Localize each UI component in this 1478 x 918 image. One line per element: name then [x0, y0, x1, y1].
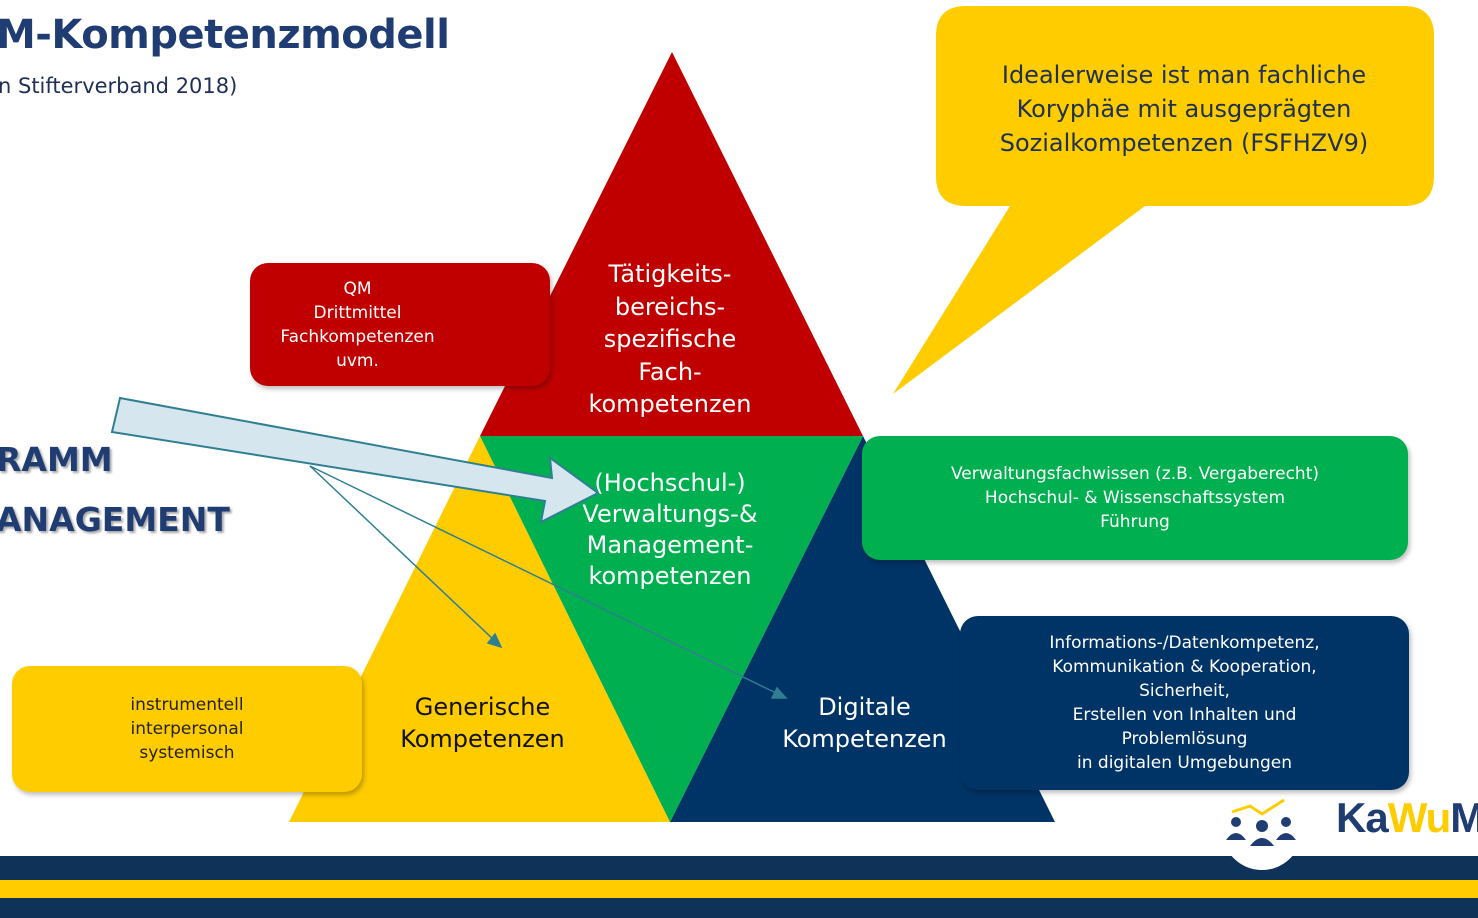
label-line: Kompetenzen: [782, 725, 947, 753]
box-technical-details: QM Drittmittel Fachkompetenzen uvm.: [250, 263, 550, 386]
block-arrow: [110, 396, 600, 524]
label-line: bereichs-: [614, 292, 726, 321]
box-line: uvm.: [336, 350, 379, 371]
logo-wordmark: KaWuM: [1336, 794, 1478, 842]
label-line: Digitale: [818, 693, 911, 721]
box-line: Verwaltungsfachwissen (z.B. Vergaberecht…: [950, 464, 1319, 484]
callout-text: Idealerweise ist man fachliche Koryphäe …: [948, 58, 1420, 160]
box-line: Drittmittel: [313, 302, 402, 323]
callout-line: Sozialkompetenzen (FSFHZV9): [999, 129, 1369, 157]
triangle-technical: [480, 52, 863, 436]
people-icon: [1226, 798, 1296, 846]
triangle-label-generic: Generische Kompetenzen: [390, 691, 575, 755]
box-digital-details: Informations-/Datenkompetenz, Kommunikat…: [960, 616, 1409, 790]
logo-part: Wu: [1387, 794, 1452, 841]
label-line: Fach-: [638, 357, 702, 386]
speech-bubble: [893, 6, 1434, 394]
box-management-details: Verwaltungsfachwissen (z.B. Vergaberecht…: [862, 436, 1408, 560]
box-line: interpersonal: [130, 719, 244, 739]
program-label-line2: ANAGEMENT: [0, 500, 230, 539]
label-line: kompetenzen: [588, 562, 752, 590]
box-line: systemisch: [139, 743, 235, 763]
box-line: Hochschul- & Wissenschaftssystem: [984, 488, 1286, 508]
pointer-arrows: [309, 465, 788, 699]
label-line: Generische: [414, 693, 551, 721]
box-line: in digitalen Umgebungen: [1077, 753, 1292, 773]
label-line: kompetenzen: [588, 390, 752, 418]
logo-part: M: [1450, 794, 1478, 841]
footer-band-middle: [0, 880, 1478, 898]
box-line: QM: [343, 278, 372, 299]
label-line: Management-: [586, 531, 754, 559]
box-line: Kommunikation & Kooperation,: [1052, 657, 1317, 677]
triangle-digital: [670, 436, 1055, 822]
box-line: Problemlösung: [1121, 729, 1248, 749]
box-line: Fachkompetenzen: [280, 326, 435, 347]
box-line: instrumentell: [130, 695, 244, 715]
callout-line: Koryphäe mit ausgeprägten: [1016, 95, 1352, 123]
triangle-management: [480, 436, 863, 822]
box-generic-details: instrumentell interpersonal systemisch: [12, 666, 362, 792]
box-line: Erstellen von Inhalten und: [1072, 705, 1297, 725]
slide-subtitle: n Stifterverband 2018): [0, 74, 238, 98]
label-line: (Hochschul-): [594, 469, 746, 497]
triangle-label-technical: Tätigkeits- bereichs- spezifische Fach- …: [565, 258, 775, 421]
label-line: Verwaltungs-&: [582, 500, 758, 528]
label-line: Kompetenzen: [400, 725, 565, 753]
triangle-label-management: (Hochschul-) Verwaltungs-& Management- k…: [560, 468, 780, 592]
label-line: spezifische: [603, 325, 737, 353]
footer-band-top: [0, 856, 1478, 880]
logo-part: Ka: [1336, 794, 1389, 841]
box-line: Informations-/Datenkompetenz,: [1049, 633, 1320, 653]
box-line: Führung: [1100, 512, 1170, 532]
footer-band-bottom: [0, 898, 1478, 918]
triangle-label-digital: Digitale Kompetenzen: [772, 691, 957, 755]
box-line: Sicherheit,: [1139, 681, 1230, 701]
program-label-line1: RAMM: [0, 440, 113, 479]
label-line: Tätigkeits-: [608, 260, 732, 288]
callout-line: Idealerweise ist man fachliche: [1001, 61, 1367, 89]
slide-title: M-Kompetenzmodell: [0, 12, 450, 58]
triangle-generic: [289, 436, 670, 822]
